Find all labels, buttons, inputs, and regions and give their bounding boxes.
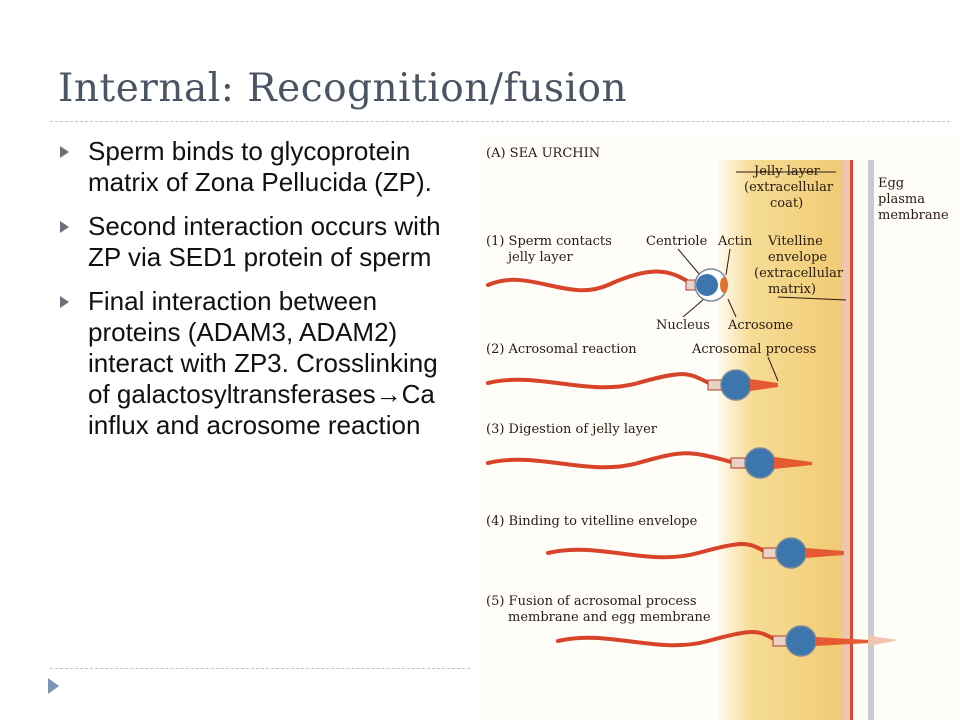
label-nucleus: Nucleus	[656, 318, 710, 333]
label-egg-2: plasma	[878, 192, 925, 207]
step-1-label: (1) Sperm contacts	[486, 234, 612, 249]
triangle-bullet-icon	[60, 221, 69, 233]
label-egg-3: membrane	[878, 208, 949, 223]
label-egg: Egg	[878, 176, 904, 191]
step-5-label: (5) Fusion of acrosomal process	[486, 594, 697, 609]
sperm-midpiece	[772, 635, 788, 647]
sperm-midpiece	[730, 457, 746, 469]
sperm-nucleus	[696, 274, 718, 296]
bullet-text: Sperm binds to glycoprotein matrix of Zo…	[88, 136, 432, 197]
bullet-list: Sperm binds to glycoprotein matrix of Zo…	[58, 136, 458, 454]
label-jelly-layer-3: coat)	[770, 196, 803, 211]
step-5-label-2: membrane and egg membrane	[508, 610, 711, 625]
label-jelly-layer-2: (extracellular	[744, 180, 834, 195]
label-vitelline-2: envelope	[768, 250, 827, 265]
pointer-line	[677, 248, 701, 276]
sperm-tail	[486, 451, 738, 470]
label-acrosomal-process: Acrosomal process	[691, 342, 816, 357]
vitelline-envelope-band	[842, 160, 852, 720]
footer-arrow-icon	[48, 678, 59, 694]
sea-urchin-fertilization-figure: (A) SEA URCHIN Jelly layer (extracellula…	[478, 135, 960, 720]
sperm-nucleus	[720, 369, 752, 401]
sperm-midpiece	[762, 547, 778, 559]
sperm-nucleus	[744, 447, 776, 479]
label-actin: Actin	[717, 234, 753, 249]
acrosomal-process	[805, 548, 844, 558]
bullet-item: Sperm binds to glycoprotein matrix of Zo…	[58, 136, 458, 198]
step-4-group: (4) Binding to vitelline envelope	[486, 514, 844, 569]
acrosomal-process	[774, 457, 812, 469]
fusion-cone	[868, 635, 898, 647]
step-1-label-2: jelly layer	[506, 250, 573, 265]
step-4-label: (4) Binding to vitelline envelope	[486, 514, 698, 529]
pointer-line	[777, 296, 847, 301]
step-3-label: (3) Digestion of jelly layer	[486, 422, 658, 437]
title-divider	[50, 121, 950, 122]
triangle-bullet-icon	[60, 146, 69, 158]
acrosomal-process	[815, 637, 870, 646]
step-2-label: (2) Acrosomal reaction	[486, 342, 637, 357]
step-1-group: (1) Sperm contacts jelly layer	[486, 234, 728, 302]
pointer-line	[682, 298, 705, 318]
sperm-tail	[486, 372, 715, 390]
footer-divider	[50, 668, 470, 669]
bullet-item: Final interaction between proteins (ADAM…	[58, 286, 458, 441]
bullet-text: Second interaction occurs with ZP via SE…	[88, 211, 441, 272]
label-acrosome: Acrosome	[727, 318, 794, 333]
pointer-line	[727, 298, 737, 318]
acrosomal-process	[750, 379, 778, 391]
sperm-nucleus	[785, 625, 817, 657]
bullet-item: Second interaction occurs with ZP via SE…	[58, 211, 458, 273]
sperm-acrosome	[720, 277, 728, 293]
label-vitelline: Vitelline	[767, 234, 823, 249]
egg-membrane-red	[850, 160, 853, 720]
triangle-bullet-icon	[60, 296, 69, 308]
sperm-midpiece	[707, 379, 723, 391]
jelly-layer-region	[718, 160, 850, 720]
bullet-text: Final interaction between proteins (ADAM…	[88, 286, 438, 440]
label-vitelline-4: matrix)	[768, 282, 816, 297]
label-vitelline-3: (extracellular	[754, 266, 844, 281]
pointer-line	[767, 356, 779, 382]
pointer-line	[725, 248, 731, 276]
label-centriole: Centriole	[646, 234, 708, 249]
step-3-group: (3) Digestion of jelly layer	[486, 422, 812, 479]
panel-label: (A) SEA URCHIN	[486, 146, 600, 161]
sperm-nucleus	[775, 537, 807, 569]
sperm-tail	[546, 541, 770, 560]
label-jelly-layer: Jelly layer	[752, 164, 821, 179]
sperm-tail	[486, 269, 695, 293]
egg-plasma-membrane	[868, 160, 874, 720]
step-5-group: (5) Fusion of acrosomal process membrane…	[486, 594, 898, 657]
step-2-group: (2) Acrosomal reaction	[486, 342, 778, 401]
slide-title: Internal: Recognition/fusion	[58, 66, 628, 111]
sperm-tail	[556, 629, 780, 648]
